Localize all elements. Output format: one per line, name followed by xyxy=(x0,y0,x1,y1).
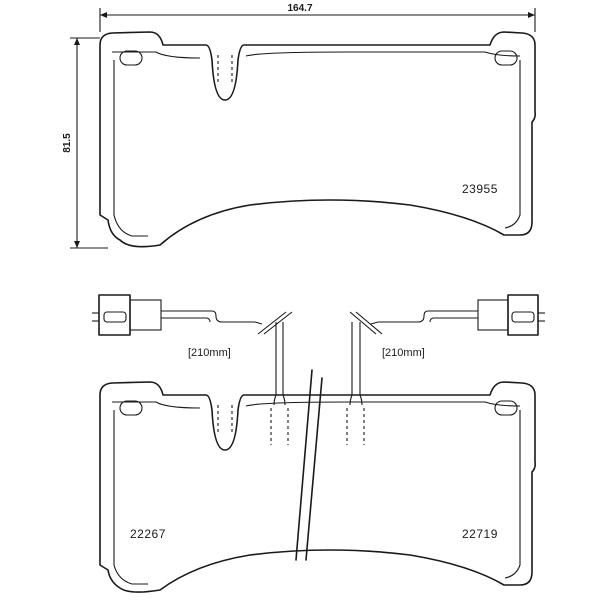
bottom-pad-outline xyxy=(99,381,536,593)
left-sensor-cable xyxy=(161,310,263,325)
bottom-pad-left-mount-hole xyxy=(119,400,143,416)
bottom-pad-sensor-slot xyxy=(217,405,233,434)
width-dimension-label: 164.7 xyxy=(287,3,312,14)
top-pad-inner-contour xyxy=(112,51,521,59)
bottom-pad-right-mount-hole xyxy=(494,400,518,416)
right-sensor-lead xyxy=(349,322,363,406)
top-brake-pad: 23955 xyxy=(99,31,536,248)
right-cable-length: [210mm] xyxy=(382,347,425,359)
height-dimension: 81.5 xyxy=(62,37,108,249)
left-cable-length: [210mm] xyxy=(188,347,231,359)
right-wear-sensor: [210mm] xyxy=(346,294,545,445)
top-pad-left-mount-hole xyxy=(119,50,143,66)
bottom-right-part-number: 22719 xyxy=(462,527,498,541)
height-dimension-label: 81.5 xyxy=(62,133,73,153)
top-pad-right-mount-hole xyxy=(494,50,518,66)
top-pad-friction-edge xyxy=(113,60,521,237)
left-sensor-lead xyxy=(273,322,286,406)
top-pad-outline xyxy=(99,31,536,248)
bottom-pad-inner-contour xyxy=(112,401,521,409)
left-sensor-connector-plug xyxy=(129,299,162,331)
right-sensor-connector-plug xyxy=(477,299,509,331)
bottom-brake-pad: 22267 22719 xyxy=(99,381,536,593)
width-dimension: 164.7 xyxy=(99,3,536,32)
top-pad-sensor-slot xyxy=(217,55,233,84)
bottom-pad-friction-edge xyxy=(113,410,521,585)
right-sensor-cable xyxy=(370,310,478,325)
top-pad-part-number: 23955 xyxy=(462,182,498,196)
bottom-left-part-number: 22267 xyxy=(130,527,166,541)
section-break-line xyxy=(295,369,323,561)
left-wear-sensor: [210mm] xyxy=(92,294,293,445)
